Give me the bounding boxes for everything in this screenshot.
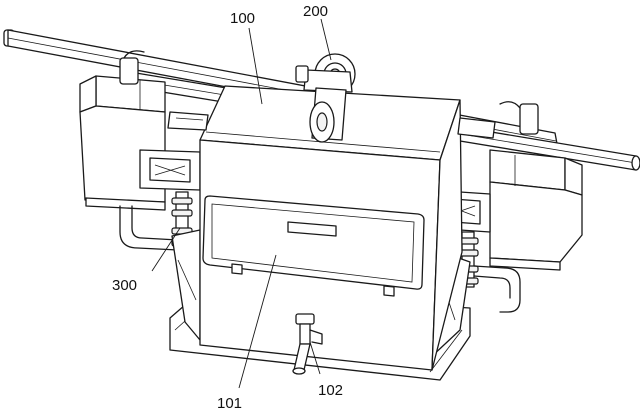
right-side-tank	[430, 102, 582, 312]
label-200: 200	[303, 3, 328, 20]
label-101: 101	[217, 395, 242, 412]
outlet-valve	[293, 314, 322, 374]
roller-unit	[296, 54, 355, 142]
leader-lines	[152, 19, 331, 388]
left-side-tank	[80, 51, 200, 252]
label-102: 102	[318, 382, 343, 399]
label-100: 100	[230, 10, 255, 27]
drawer-panel	[203, 196, 424, 296]
label-300: 300	[112, 277, 137, 294]
